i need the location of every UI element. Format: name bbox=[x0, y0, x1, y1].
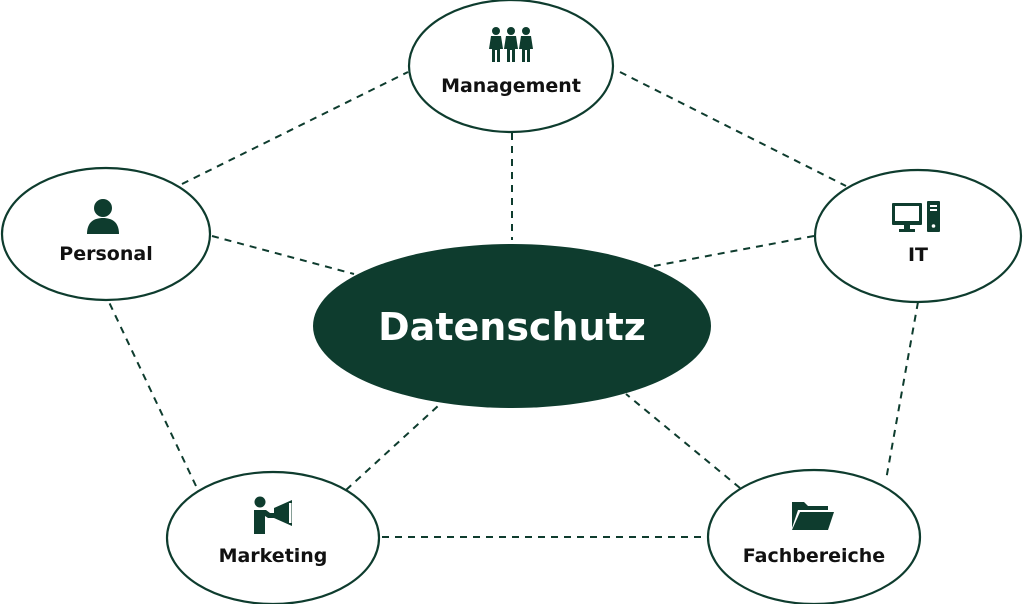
connector-marketing-personal bbox=[107, 299, 197, 487]
node-management: Management bbox=[407, 0, 615, 134]
node-fachbereiche: Fachbereiche bbox=[706, 468, 922, 604]
node-personal: Personal bbox=[0, 166, 212, 302]
node-it-ellipse bbox=[813, 168, 1023, 304]
folder-icon bbox=[792, 502, 834, 530]
connector-center-marketing bbox=[345, 405, 439, 491]
computer-icon bbox=[892, 201, 940, 232]
node-fachbereiche-ellipse bbox=[706, 468, 922, 604]
spoke-connectors bbox=[211, 133, 815, 491]
connector-personal-management bbox=[181, 71, 409, 185]
node-it-label: IT bbox=[908, 244, 928, 266]
connector-center-personal bbox=[211, 235, 355, 275]
node-marketing: Marketing bbox=[165, 470, 381, 604]
connector-it-fachbereiche bbox=[885, 301, 919, 481]
people-group-icon bbox=[489, 27, 533, 62]
connector-management-it bbox=[619, 71, 847, 187]
person-icon bbox=[87, 199, 119, 234]
center-ellipse bbox=[313, 244, 711, 408]
node-personal-label: Personal bbox=[59, 243, 152, 265]
outer-connectors bbox=[107, 71, 919, 538]
node-management-label: Management bbox=[441, 75, 581, 97]
node-fachbereiche-label: Fachbereiche bbox=[743, 545, 885, 567]
node-marketing-label: Marketing bbox=[219, 545, 328, 567]
center-label: Datenschutz bbox=[378, 305, 646, 349]
megaphone-person-icon bbox=[254, 496, 292, 534]
connector-center-it bbox=[653, 235, 815, 267]
node-marketing-ellipse bbox=[165, 470, 381, 604]
node-management-ellipse bbox=[407, 0, 615, 134]
node-it: IT bbox=[813, 168, 1023, 304]
connector-center-fachbereiche bbox=[625, 393, 741, 489]
center-node: Datenschutz bbox=[313, 244, 711, 408]
